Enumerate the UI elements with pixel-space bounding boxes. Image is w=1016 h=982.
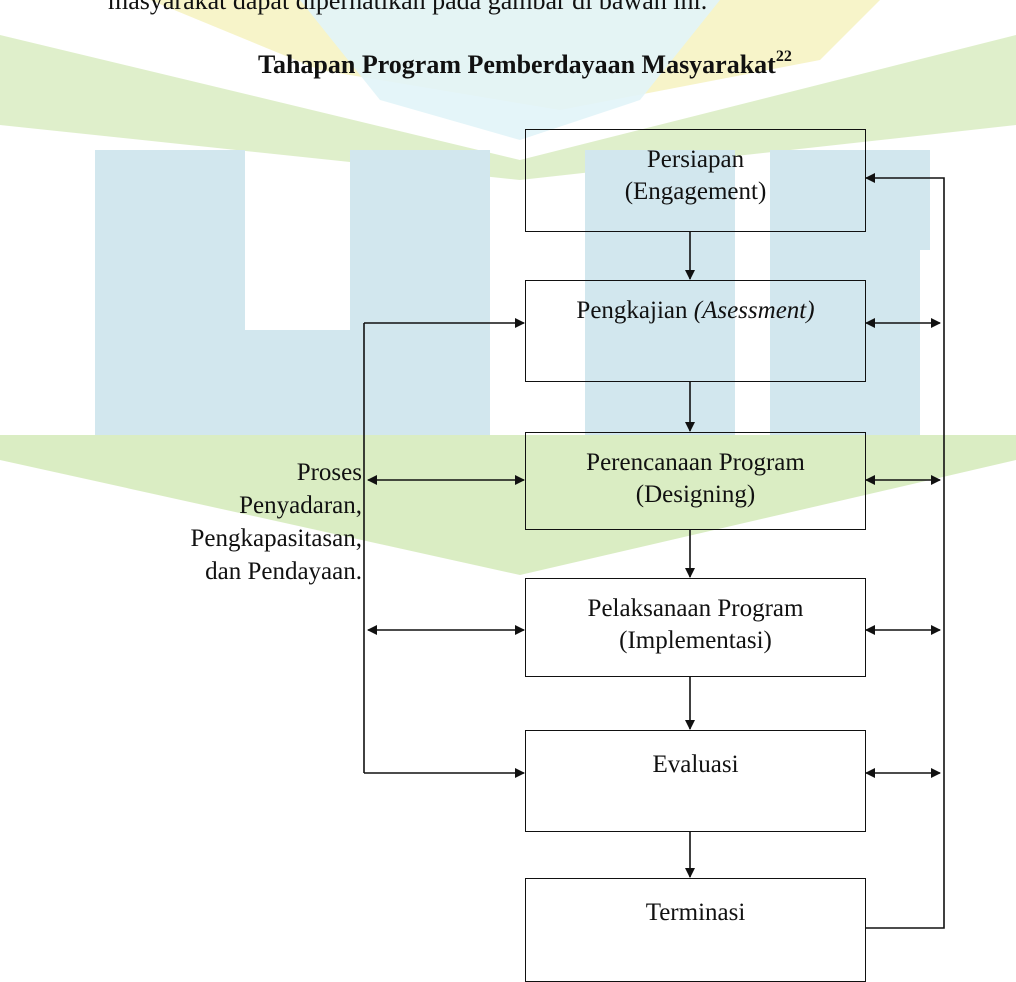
watermark-green-chevron — [0, 35, 1016, 180]
stage-pengkajian-title: Pengkajian (Asessment) — [526, 295, 865, 327]
watermark-letter-u-bottom — [95, 330, 490, 435]
stage-pelaksanaan-subtitle: (Implementasi) — [619, 627, 772, 654]
stage-evaluasi-title: Evaluasi — [652, 751, 739, 778]
intro-text-line: masyarakat dapat diperhatikan pada gamba… — [108, 0, 708, 15]
stage-pelaksanaan-box: Pelaksanaan Program (Implementasi) — [525, 578, 866, 677]
side-label-line-2: Penyadaran, — [239, 492, 362, 519]
watermark-green-base — [0, 435, 1016, 575]
stage-perencanaan-title: Perencanaan Program — [586, 449, 805, 476]
stage-evaluasi-box: Evaluasi — [525, 730, 866, 832]
side-label-line-4: dan Pendayaan. — [205, 558, 362, 585]
feedback-loop-terminasi-to-persiapan — [865, 173, 945, 929]
stage-pengkajian-title-italic: (Asessment) — [693, 297, 815, 324]
stage-pelaksanaan-title: Pelaksanaan Program — [587, 595, 804, 622]
side-label-line-3: Pengkapasitasan, — [190, 525, 362, 552]
stage-persiapan-subtitle: (Engagement) — [624, 178, 767, 205]
figure-title: Tahapan Program Pemberdayaan Masyarakat2… — [258, 48, 792, 80]
figure-title-text: Tahapan Program Pemberdayaan Masyarakat — [258, 50, 776, 79]
stage-persiapan-box: Persiapan (Engagement) — [525, 129, 866, 232]
stage-perencanaan-box: Perencanaan Program (Designing) — [525, 432, 866, 530]
watermark-light-blue-shape — [300, 0, 720, 140]
watermark-letter-i — [585, 150, 735, 435]
side-label-line-1: Proses — [296, 459, 362, 486]
footnote-marker: 22 — [775, 48, 792, 66]
stage-terminasi-box: Terminasi — [525, 878, 866, 982]
stage-perencanaan-subtitle: (Designing) — [635, 481, 756, 508]
stage-pengkajian-box: Pengkajian (Asessment) — [525, 280, 866, 382]
stage-pengkajian-title-text: Pengkajian — [576, 297, 688, 324]
stage-terminasi-title: Terminasi — [645, 899, 746, 926]
process-side-label: Proses Penyadaran, Pengkapasitasan, dan … — [160, 456, 362, 588]
stage-persiapan-title: Persiapan — [646, 146, 745, 173]
